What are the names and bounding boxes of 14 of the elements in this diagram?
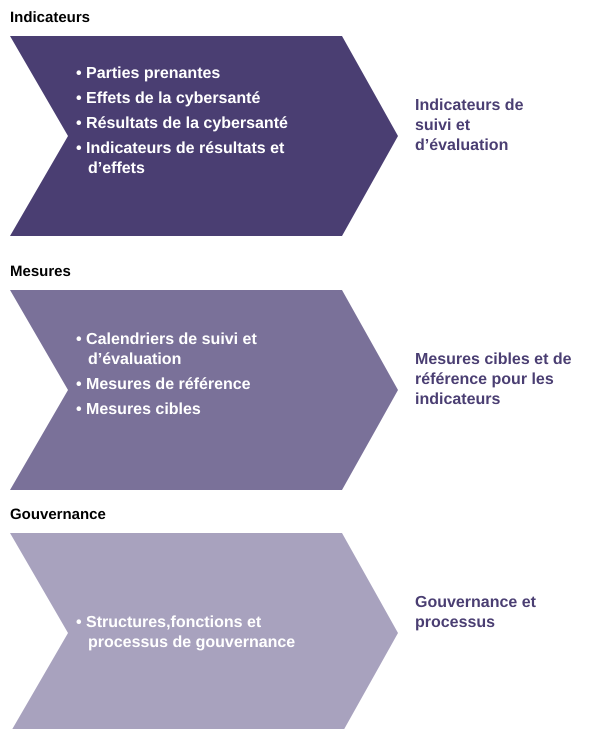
bullet-item: • Indicateurs de résultats et d’effets (75, 139, 286, 179)
bullet-item: • Parties prenantes (75, 64, 222, 84)
summary-text: Indicateurs de suivi et d’évaluation (415, 96, 524, 156)
bullet-item: • Structures,fonctions et processus de gouvernance (75, 613, 296, 653)
section-heading: Mesures (10, 262, 71, 282)
bullet-item: • Résultats de la cybersanté (75, 114, 289, 134)
bullet-item: • Mesures de référence (75, 375, 252, 395)
summary-text: Gouvernance et processus (415, 593, 537, 633)
bullet-item: • Effets de la cybersanté (75, 89, 262, 109)
section-heading: Indicateurs (10, 8, 90, 28)
summary-text: Mesures cibles et de référence pour les indicateurs (415, 350, 573, 410)
bullet-item: • Mesures cibles (75, 400, 202, 420)
bullet-item: • Calendriers de suivi et d’évaluation (75, 330, 258, 370)
section-heading: Gouvernance (10, 505, 106, 525)
